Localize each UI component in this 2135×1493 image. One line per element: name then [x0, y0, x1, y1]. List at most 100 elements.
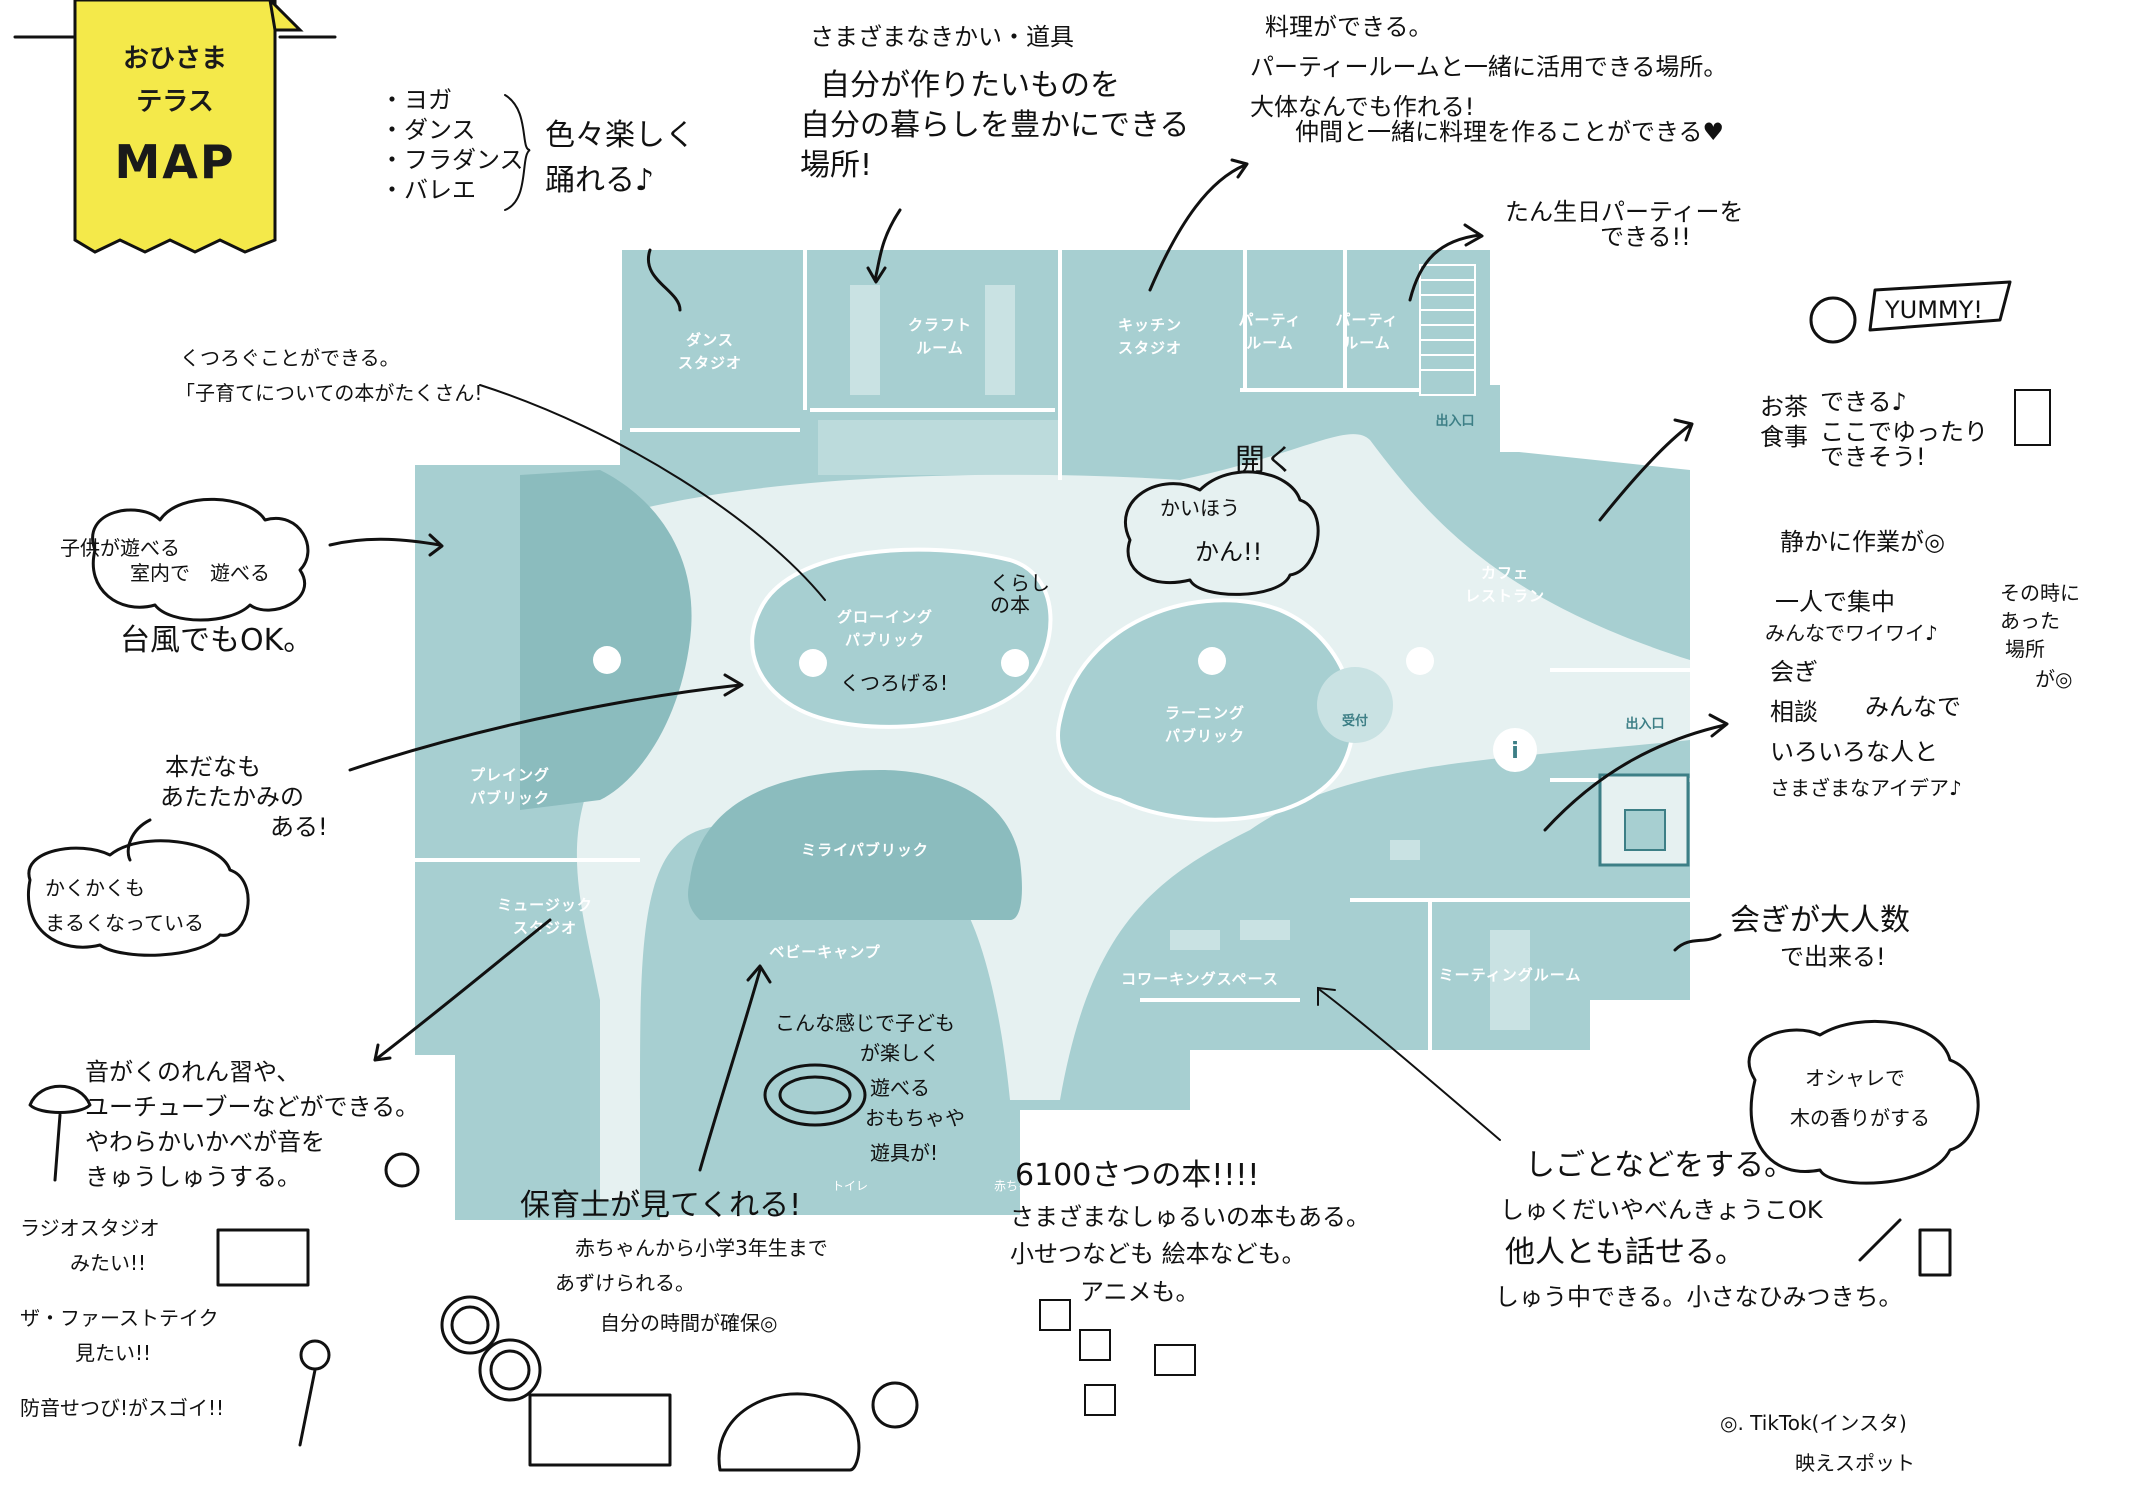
svg-text:たん生日パーティーを: たん生日パーティーを — [1505, 198, 1744, 226]
note-meeting: 会ぎが大人数 で出来る! — [1673, 903, 1910, 971]
svg-text:しゅう中できる。小さなひみつきち。: しゅう中できる。小さなひみつきち。 — [1495, 1283, 1903, 1311]
svg-text:レストラン: レストラン — [1465, 587, 1545, 605]
svg-text:しごとなどをする。: しごとなどをする。 — [1525, 1148, 1794, 1183]
svg-text:いろいろな人と: いろいろな人と — [1770, 738, 1938, 766]
svg-text:かいほう: かいほう — [1160, 496, 1240, 520]
svg-text:・ダンス: ・ダンス — [380, 116, 476, 144]
room-baby: ベビーキャンプ — [769, 943, 881, 961]
room-cowork: コワーキングスペース — [1121, 970, 1279, 988]
title-flag: おひさま テラス MAP — [13, 0, 337, 254]
svg-text:大体なんでも作れる!: 大体なんでも作れる! — [1250, 93, 1474, 121]
note-cafe: お茶 食事 できる♪ ここでゆったり できそう! — [1598, 388, 2051, 522]
svg-text:食事: 食事 — [1760, 423, 1808, 451]
svg-text:◎. TikTok(インスタ): ◎. TikTok(インスタ) — [1720, 1411, 1907, 1435]
room-party-1: パーティ — [1238, 311, 1301, 329]
svg-text:自分の時間が確保◎: 自分の時間が確保◎ — [600, 1311, 777, 1335]
svg-text:小せつなども 絵本なども。: 小せつなども 絵本なども。 — [1010, 1240, 1306, 1268]
svg-text:お茶: お茶 — [1760, 393, 1808, 421]
svg-text:遊べる: 遊べる — [870, 1076, 930, 1100]
svg-text:あった: あった — [2000, 609, 2060, 633]
svg-text:映えスポット: 映えスポット — [1795, 1451, 1915, 1475]
svg-text:あずけられる。: あずけられる。 — [555, 1271, 695, 1295]
title-line1: おひさま — [123, 44, 227, 74]
svg-text:・フラダンス: ・フラダンス — [380, 146, 524, 174]
svg-text:ユーチューブーなどができる。: ユーチューブーなどができる。 — [85, 1093, 419, 1121]
svg-text:おもちゃや: おもちゃや — [865, 1106, 965, 1130]
svg-text:パブリック: パブリック — [1165, 727, 1245, 745]
svg-text:さまざまなきかい・道具: さまざまなきかい・道具 — [810, 23, 1074, 51]
svg-text:ルーム: ルーム — [1246, 334, 1294, 352]
svg-text:音がくのれん習や、: 音がくのれん習や、 — [85, 1058, 300, 1086]
room-party-2: パーティ — [1335, 311, 1398, 329]
svg-text:子供が遊べる: 子供が遊べる — [60, 536, 180, 560]
svg-text:こんな感じで子ども: こんな感じで子ども — [775, 1011, 955, 1035]
svg-text:保育士が見てくれる!: 保育士が見てくれる! — [520, 1188, 801, 1223]
svg-text:6100さつの本!!!!: 6100さつの本!!!! — [1015, 1158, 1259, 1193]
note-kurashi-1: くらし — [990, 571, 1050, 595]
svg-text:台風でもOK。: 台風でもOK。 — [120, 623, 313, 658]
reception: 受付 — [1342, 713, 1368, 729]
note-books: 本だなも あたたかみの ある! — [126, 673, 744, 862]
note-yummy: YUMMY! — [1809, 280, 2012, 344]
note-kaiho: 開く かいほう かん!! — [1123, 443, 1320, 596]
svg-text:が◎: が◎ — [2035, 667, 2072, 691]
note-kids-cloud: 子供が遊べる 室内で 遊べる 台風でもOK。 — [60, 497, 444, 658]
svg-text:かん!!: かん!! — [1195, 538, 1262, 566]
svg-text:しゅくだいやべんきょうこOK: しゅくだいやべんきょうこOK — [1500, 1196, 1824, 1224]
svg-text:i: i — [1511, 739, 1519, 764]
svg-text:やわらかいかべが音を: やわらかいかべが音を — [85, 1128, 325, 1156]
svg-text:スタジオ: スタジオ — [513, 919, 577, 937]
svg-text:で出来る!: で出来る! — [1780, 943, 1886, 971]
room-learning: ラーニング — [1165, 704, 1245, 722]
svg-text:静かに作業が◎: 静かに作業が◎ — [1780, 528, 1945, 556]
svg-text:みたい!!: みたい!! — [70, 1251, 146, 1275]
svg-text:アニメも。: アニメも。 — [1080, 1278, 1200, 1306]
svg-text:相談: 相談 — [1770, 698, 1818, 726]
svg-text:その時に: その時に — [2000, 581, 2080, 605]
svg-text:ラジオスタジオ: ラジオスタジオ — [20, 1216, 160, 1240]
svg-text:ここでゆったり: ここでゆったり — [1820, 418, 1988, 446]
svg-text:くつろぐことができる。: くつろぐことができる。 — [180, 346, 400, 370]
note-cooking: 料理ができる。 パーティールームと一緒に活用できる場所。 大体なんでも作れる! … — [1148, 13, 1727, 292]
svg-text:ルーム: ルーム — [916, 339, 964, 357]
exit-top: 出入口 — [1435, 413, 1474, 429]
svg-text:木の香りがする: 木の香りがする — [1790, 1106, 1930, 1130]
floor-plan: i — [415, 250, 1690, 1220]
note-growing-tag: くつろげる! — [840, 671, 948, 695]
baby-rest-label: 赤ちゃん休憩 — [994, 1178, 1066, 1193]
svg-text:スタジオ: スタジオ — [1118, 339, 1182, 357]
svg-text:かくかくも: かくかくも — [45, 876, 145, 900]
doodle-icons — [28, 1084, 1952, 1472]
note-dance-list: ・ヨガ ・ダンス ・フラダンス ・バレエ 色々楽しく 踊れる♪ — [380, 86, 695, 211]
svg-text:室内で: 室内で — [130, 561, 190, 585]
note-work: しごとなどをする。 しゅくだいやべんきょうこOK 他人とも話せる。 しゅう中でき… — [1317, 986, 1903, 1311]
svg-text:会ぎ: 会ぎ — [1770, 658, 1818, 686]
note-library: 6100さつの本!!!! さまざまなしゅるいの本もある。 小せつなども 絵本など… — [1010, 1158, 1370, 1416]
svg-text:一人で集中: 一人で集中 — [1775, 588, 1895, 616]
svg-text:料理ができる。: 料理ができる。 — [1265, 13, 1433, 41]
svg-text:が楽しく: が楽しく — [860, 1041, 940, 1065]
svg-text:みんなでワイワイ♪: みんなでワイワイ♪ — [1765, 621, 1938, 645]
svg-text:「子育てについての本がたくさん!: 「子育てについての本がたくさん! — [175, 381, 482, 405]
note-music: 音がくのれん習や、 ユーチューブーなどができる。 やわらかいかべが音を きゅうし… — [20, 918, 552, 1420]
svg-text:会ぎが大人数: 会ぎが大人数 — [1730, 903, 1910, 938]
exit-right: 出入口 — [1625, 716, 1664, 732]
svg-text:ルーム: ルーム — [1343, 334, 1391, 352]
svg-text:場所!: 場所! — [800, 148, 872, 183]
svg-text:パーティールームと一緒に活用できる場所。: パーティールームと一緒に活用できる場所。 — [1250, 53, 1727, 81]
svg-text:さまざまなアイデア♪: さまざまなアイデア♪ — [1770, 776, 1962, 800]
svg-text:YUMMY!: YUMMY! — [1884, 296, 1983, 324]
svg-text:パブリック: パブリック — [470, 789, 550, 807]
note-sns: ◎. TikTok(インスタ) 映えスポット — [1720, 1411, 1915, 1475]
room-growing: グローイング — [837, 608, 933, 626]
note-playground: こんな感じで子ども が楽しく 遊べる おもちゃや 遊具が! — [763, 1011, 965, 1165]
svg-text:場所: 場所 — [2005, 637, 2045, 661]
svg-text:自分が作りたいものを: 自分が作りたいものを — [820, 68, 1120, 103]
room-craft: クラフト — [908, 316, 972, 334]
room-cafe: カフェ — [1481, 564, 1529, 582]
svg-text:遊具が!: 遊具が! — [870, 1141, 938, 1165]
svg-text:遊べる: 遊べる — [210, 561, 270, 585]
svg-text:パブリック: パブリック — [845, 631, 925, 649]
svg-text:ある!: ある! — [270, 813, 328, 841]
